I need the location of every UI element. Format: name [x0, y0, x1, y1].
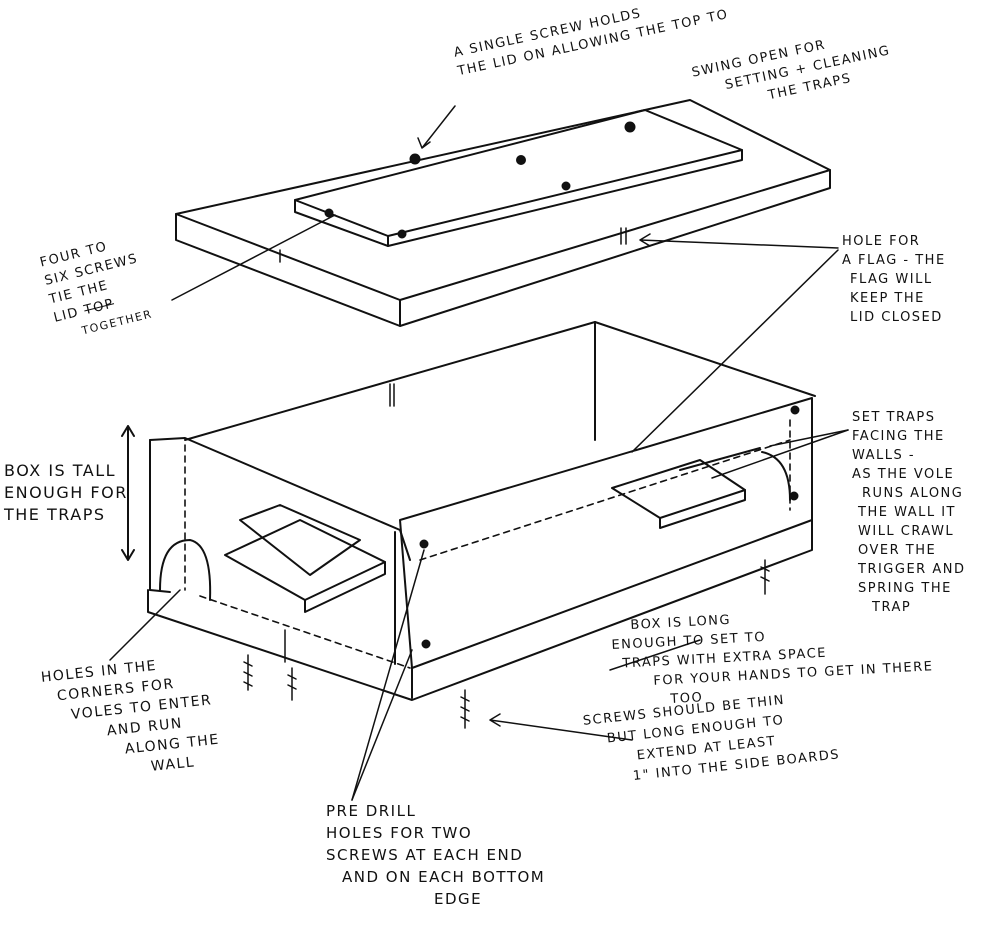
annotation-line: over the	[858, 543, 937, 558]
annotation-line: holes for two	[326, 824, 473, 842]
annotation-line: trigger and	[858, 562, 966, 577]
leader-lines	[109, 105, 849, 801]
annotation-line: flag will	[850, 272, 933, 287]
annotation-line: edge	[434, 890, 483, 908]
annotation-line: and on each bottom	[342, 868, 546, 886]
annotation-line: the wall it	[858, 505, 956, 520]
loose-screws	[243, 559, 770, 729]
lid-cleat-board	[294, 109, 743, 247]
annotation-flag-hole: Hole for a flag - the flag will keep the…	[842, 232, 946, 327]
annotation-line: the traps	[4, 505, 106, 524]
annotation-pre-drill: Pre drill holes for two screws at each e…	[326, 800, 545, 910]
trap-left	[224, 504, 386, 613]
box-height-arrow	[121, 425, 135, 561]
annotation-line: will crawl	[858, 524, 955, 539]
lid-flag-hole	[620, 227, 627, 245]
annotation-corner-holes: Holes in the corners for voles to enter …	[40, 650, 223, 787]
annotation-line: Pre drill	[326, 802, 417, 820]
annotation-line: Set traps	[852, 410, 936, 425]
box-back-wall	[184, 321, 816, 441]
annotation-line: enough for	[4, 483, 128, 502]
box-bottom-board	[147, 519, 813, 701]
trap-right	[611, 447, 761, 529]
annotation-line: walls -	[852, 448, 916, 463]
box-left-end-wall	[149, 437, 411, 593]
annotation-word: lid	[52, 305, 81, 326]
annotation-set-traps: Set traps facing the walls - as the vole…	[852, 408, 965, 617]
annotation-line: a flag - the	[842, 253, 946, 268]
annotation-line: Box is tall	[4, 461, 117, 480]
annotation-line: screws at each end	[326, 846, 524, 864]
annotation-line: facing the	[852, 429, 945, 444]
vole-entry-hole	[159, 451, 791, 601]
annotation-line: runs along	[862, 486, 964, 501]
annotation-line: Hole for	[842, 234, 921, 249]
annotation-line: spring the	[858, 581, 952, 596]
annotation-line: trap	[872, 600, 912, 615]
annotation-line: as the vole	[852, 467, 955, 482]
annotation-line: lid closed	[850, 310, 943, 325]
annotation-line: keep the	[850, 291, 925, 306]
lid-screws	[324, 121, 636, 239]
annotation-box-tall: Box is tall enough for the traps	[4, 460, 128, 526]
box-screw-markers	[419, 405, 800, 649]
lid-top-board	[175, 99, 831, 327]
